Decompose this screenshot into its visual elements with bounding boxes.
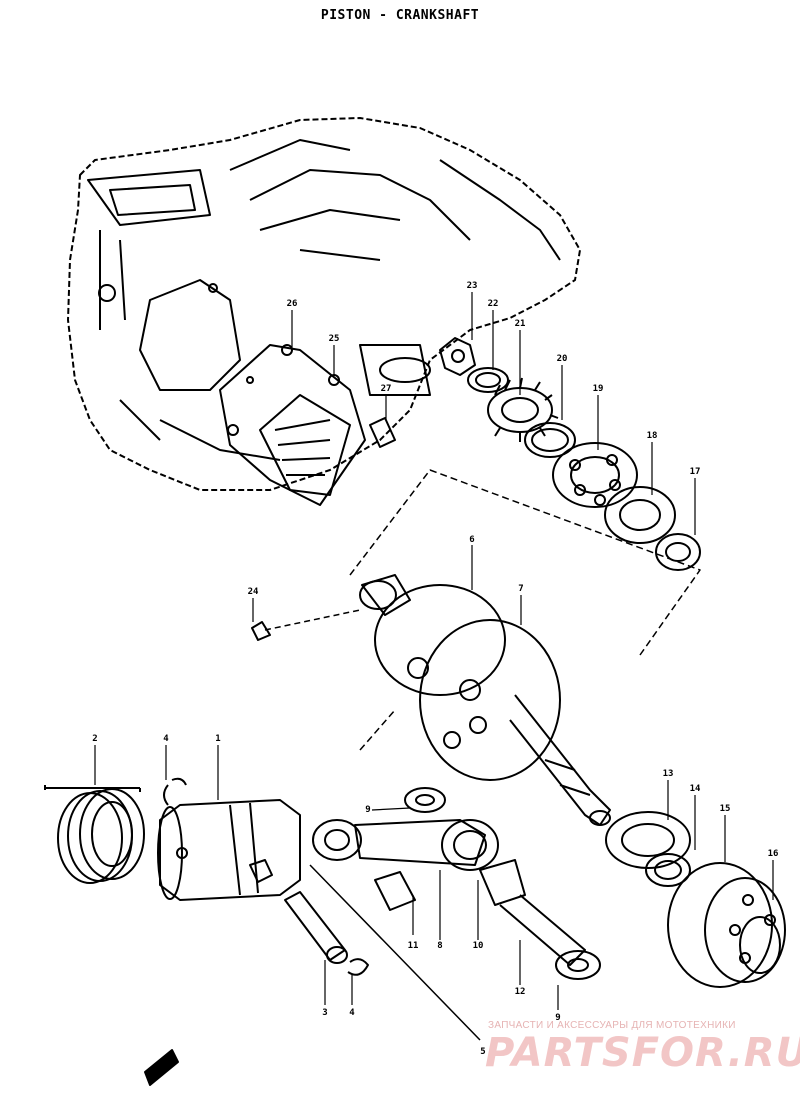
callout-9: 9 bbox=[555, 1013, 560, 1023]
callout-20: 20 bbox=[557, 354, 568, 364]
callout-2: 2 bbox=[92, 734, 97, 744]
crankshaft-group-bracket bbox=[349, 469, 701, 656]
page-title: PISTON - CRANKSHAFT bbox=[320, 8, 480, 23]
watermark-logo: PARTSFOR.RU bbox=[485, 1030, 800, 1076]
callout-12: 12 bbox=[515, 987, 526, 997]
callout-3: 3 bbox=[322, 1008, 327, 1018]
piston bbox=[157, 777, 301, 901]
callout-11: 11 bbox=[408, 941, 419, 951]
callout-24: 24 bbox=[248, 587, 259, 597]
reed-valve-assembly bbox=[219, 344, 396, 506]
callout-26: 26 bbox=[287, 299, 298, 309]
callout-13: 13 bbox=[663, 769, 674, 779]
callout-8: 8 bbox=[437, 941, 442, 951]
piston-rings bbox=[44, 785, 145, 884]
piston-pin-and-clips bbox=[284, 891, 369, 976]
callout-4: 4 bbox=[163, 734, 169, 744]
callout-4: 4 bbox=[349, 1008, 355, 1018]
callout-16: 16 bbox=[768, 849, 779, 859]
callout-21: 21 bbox=[515, 319, 526, 329]
callout-22: 22 bbox=[488, 299, 499, 309]
callout-6: 6 bbox=[469, 535, 474, 545]
front-direction-arrow-icon bbox=[144, 1049, 179, 1086]
connecting-rod bbox=[309, 787, 601, 1041]
watermark-caption: ЗАПЧАСТИ И АКСЕССУАРЫ ДЛЯ МОТОТЕХНИКИ bbox=[488, 1020, 736, 1031]
crankcase-housing bbox=[67, 117, 581, 491]
callout-25: 25 bbox=[329, 334, 340, 344]
callout-leaders bbox=[94, 292, 774, 1010]
callout-18: 18 bbox=[647, 431, 658, 441]
callout-15: 15 bbox=[720, 804, 731, 814]
primary-drive-gear-stack bbox=[439, 337, 701, 571]
right-bearing-and-seals bbox=[605, 811, 786, 988]
callout-19: 19 bbox=[593, 384, 604, 394]
callout-9: 9 bbox=[365, 805, 370, 815]
callout-1: 1 bbox=[215, 734, 220, 744]
crankshaft bbox=[251, 574, 611, 826]
callout-7: 7 bbox=[518, 584, 523, 594]
callout-23: 23 bbox=[467, 281, 478, 291]
callout-14: 14 bbox=[690, 784, 701, 794]
callout-17: 17 bbox=[690, 467, 701, 477]
callout-27: 27 bbox=[381, 384, 392, 394]
callout-10: 10 bbox=[473, 941, 484, 951]
callout-5: 5 bbox=[480, 1047, 485, 1057]
